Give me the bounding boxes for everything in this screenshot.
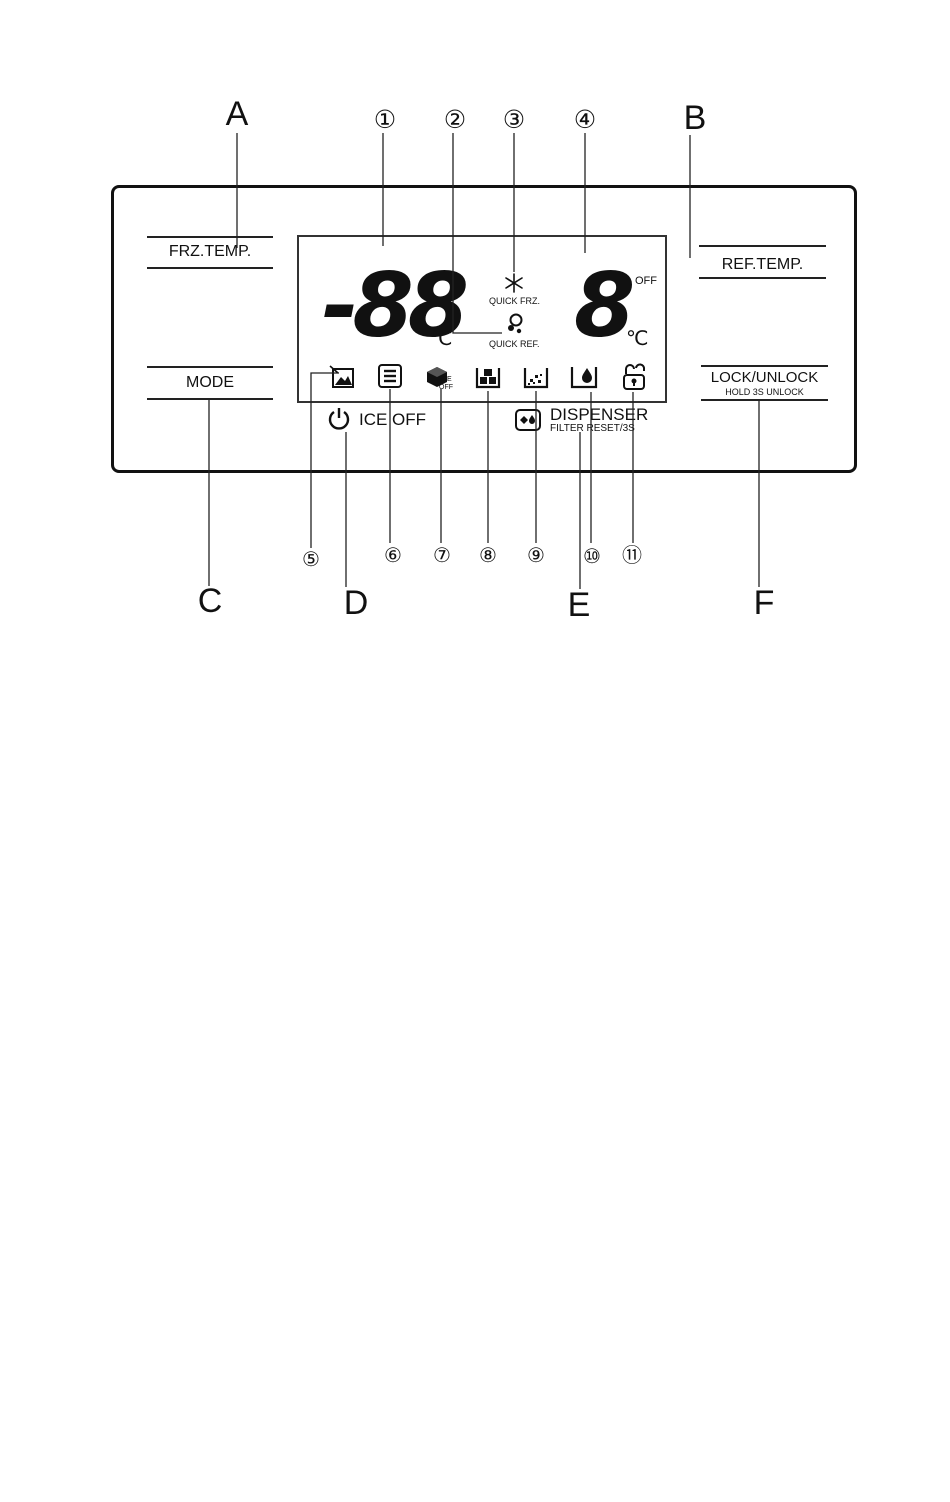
leader-lines — [0, 0, 950, 1502]
